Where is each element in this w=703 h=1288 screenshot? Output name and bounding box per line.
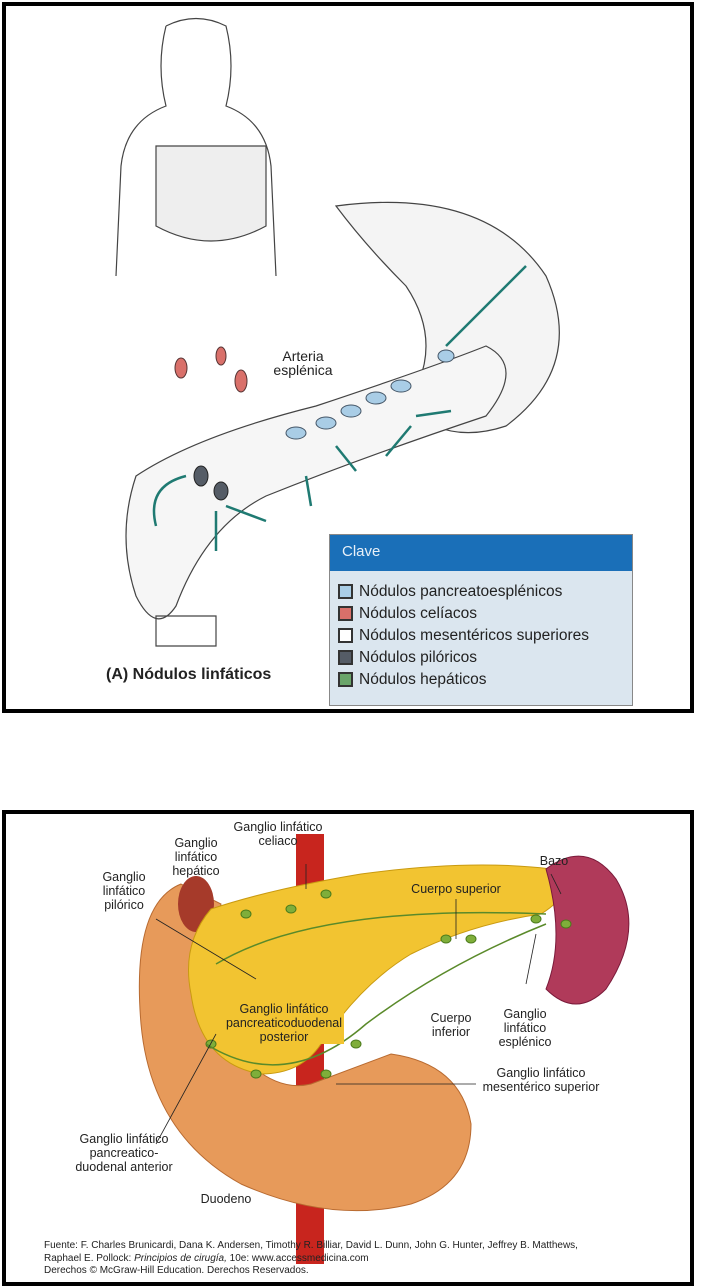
source-line: Raphael E. Pollock: Principios de cirugí… bbox=[44, 1253, 578, 1266]
celiaco-label: Ganglio linfático celiaco bbox=[233, 820, 323, 848]
legend-item: Nódulos celíacos bbox=[338, 604, 632, 623]
legend-item: Nódulos pilóricos bbox=[338, 648, 632, 667]
legend-header: Clave bbox=[330, 535, 632, 571]
copyright-line: Derechos © McGraw-Hill Education. Derech… bbox=[44, 1265, 309, 1276]
panel-a-title: (A) Nódulos linfáticos bbox=[106, 666, 272, 683]
mesenterico-label: Ganglio linfático mesentérico superior bbox=[482, 1066, 600, 1094]
legend-swatch bbox=[338, 584, 353, 599]
legend-label: Nódulos pancreatoesplénicos bbox=[359, 582, 563, 600]
anterior-label: Ganglio linfático pancreatico-duodenal a… bbox=[75, 1132, 173, 1174]
posterior-label: Ganglio linfático pancreaticoduodenal po… bbox=[224, 1002, 344, 1044]
panel-a-lymph-nodes: Arteria esplénica (A) Nódulos linfáticos… bbox=[2, 2, 694, 713]
legend-label: Nódulos hepáticos bbox=[359, 670, 487, 688]
legend-item: Nódulos mesentéricos superiores bbox=[338, 626, 632, 645]
source-citation: Fuente: F. Charles Brunicardi, Dana K. A… bbox=[44, 1240, 578, 1278]
pancreas-illustration-a bbox=[115, 17, 560, 647]
legend-item: Nódulos pancreatoesplénicos bbox=[338, 582, 632, 601]
legend-label: Nódulos celíacos bbox=[359, 604, 478, 622]
legend: Clave Nódulos pancreatoesplénicos Nódulo… bbox=[329, 534, 633, 706]
duodeno-label: Duodeno bbox=[200, 1192, 252, 1206]
source-url: 10e: www.accessmedicina.com bbox=[226, 1252, 369, 1264]
source-line: Fuente: F. Charles Brunicardi, Dana K. A… bbox=[44, 1240, 578, 1251]
hepatico-label: Ganglio linfático hepático bbox=[172, 836, 220, 878]
legend-swatch bbox=[338, 628, 353, 643]
source-book-title: Principios de cirugía, bbox=[134, 1252, 227, 1264]
legend-label: Nódulos mesentéricos superiores bbox=[359, 626, 590, 644]
cuerpo-superior-label: Cuerpo superior bbox=[411, 882, 501, 896]
legend-swatch bbox=[338, 650, 353, 665]
cuerpo-inferior-label: Cuerpo inferior bbox=[430, 1011, 472, 1039]
esplenico-label: Ganglio linfático esplénico bbox=[498, 1007, 552, 1049]
source-authors: Raphael E. Pollock: bbox=[44, 1252, 135, 1264]
legend-swatch bbox=[338, 672, 353, 687]
legend-swatch bbox=[338, 606, 353, 621]
legend-label: Nódulos pilóricos bbox=[359, 648, 478, 666]
panel-b-lymph-nodes: Ganglio linfático celiaco Ganglio linfát… bbox=[2, 810, 694, 1286]
bazo-label: Bazo bbox=[539, 854, 569, 868]
arteria-esplenica-label: Arteria esplénica bbox=[273, 348, 333, 378]
pilorico-label: Ganglio linfático pilórico bbox=[102, 870, 146, 912]
legend-item: Nódulos hepáticos bbox=[338, 670, 632, 689]
